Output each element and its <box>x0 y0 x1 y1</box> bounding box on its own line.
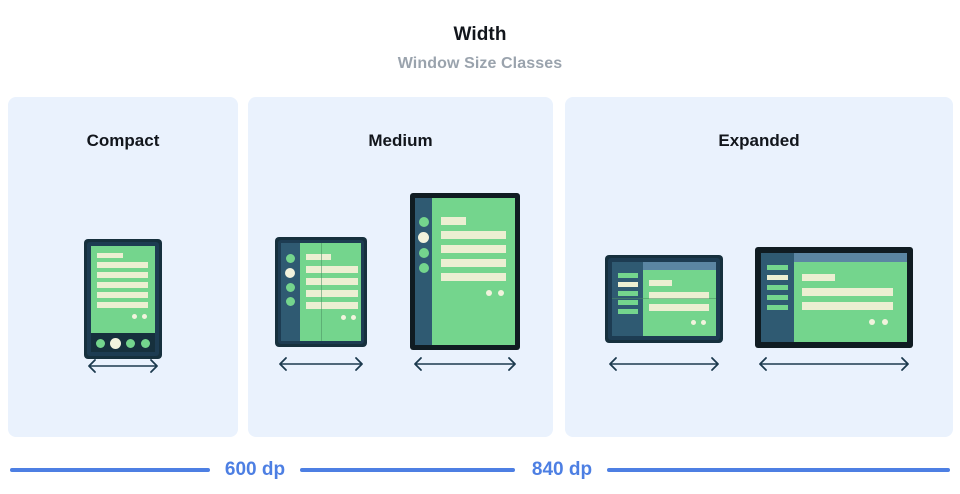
device-tablet-landscape <box>755 247 913 348</box>
tablet-landscape-screen <box>761 253 907 342</box>
width-arrow-icon <box>84 357 162 375</box>
tablet-screen <box>415 198 515 345</box>
width-arrow-icon <box>755 355 913 373</box>
panel-title-expanded: Expanded <box>718 131 800 150</box>
content-bar <box>306 302 358 309</box>
width-arrow-icon <box>275 355 367 373</box>
breakpoint-ruler: 600 dp 840 dp <box>0 455 960 485</box>
content-bar <box>97 262 148 268</box>
nav-rail <box>281 243 300 341</box>
fold-crease <box>321 243 322 341</box>
content-bar <box>97 292 148 298</box>
rail-bar <box>767 285 788 290</box>
content-bar <box>441 231 506 239</box>
rail-bar <box>618 291 638 296</box>
breakpoint-label-600: 600 dp <box>224 459 286 480</box>
content-bar <box>649 292 709 299</box>
foldable-screen <box>281 243 361 341</box>
phone-screen <box>91 246 155 333</box>
width-arrow-icon <box>410 355 520 373</box>
rail-dot <box>286 297 295 306</box>
rail-bar-active <box>767 275 788 280</box>
device-foldable-portrait <box>275 237 367 347</box>
fab-dot <box>869 319 875 325</box>
content-bar <box>306 254 331 260</box>
nav-dot <box>141 339 150 348</box>
rail-bar <box>618 309 638 314</box>
rail-bar-active <box>618 282 638 287</box>
panel-title-medium: Medium <box>368 131 433 150</box>
fab-dot <box>691 320 696 325</box>
content-bar <box>97 253 123 258</box>
rail-bar <box>618 273 638 278</box>
width-arrow-icon <box>605 355 723 373</box>
panel-title-compact: Compact <box>86 131 160 150</box>
nav-rail <box>761 253 794 342</box>
content-bar <box>802 302 893 310</box>
content-bar <box>649 304 709 311</box>
fab-dot <box>498 290 504 296</box>
content-bar <box>441 273 506 281</box>
fab-dot <box>341 315 346 320</box>
rail-dot <box>286 283 295 292</box>
phone-bottom-nav <box>91 333 155 352</box>
fab-dot <box>701 320 706 325</box>
content-bar <box>97 302 148 308</box>
ruler-segment-medium <box>300 468 515 472</box>
content-bar <box>649 280 672 286</box>
content-bar <box>441 217 466 225</box>
page-title: Width <box>453 24 507 45</box>
rail-bar <box>767 265 788 270</box>
rail-dot <box>286 254 295 263</box>
top-app-bar <box>794 253 907 262</box>
content-bar <box>802 274 835 281</box>
device-phone-portrait <box>84 239 162 359</box>
rail-bar <box>618 300 638 305</box>
content-bar <box>306 266 358 273</box>
device-foldable-landscape <box>605 255 723 343</box>
nav-dot <box>126 339 135 348</box>
content-bar <box>97 282 148 288</box>
breakpoint-label-840: 840 dp <box>531 459 593 480</box>
fab-dot <box>132 314 137 319</box>
nav-rail <box>612 262 643 336</box>
nav-dot-active <box>110 338 121 349</box>
ruler-segment-expanded <box>607 468 950 472</box>
panel-compact: Compact <box>8 97 238 437</box>
rail-dot <box>419 248 429 258</box>
panel-medium: Medium <box>248 97 553 437</box>
fab-dot <box>142 314 147 319</box>
content-bar <box>97 272 148 278</box>
rail-dot-active <box>285 268 295 278</box>
rail-bar <box>767 305 788 310</box>
device-tablet-portrait <box>410 193 520 350</box>
panel-expanded: Expanded <box>565 97 953 437</box>
rail-dot <box>419 217 429 227</box>
content-bar <box>306 290 358 297</box>
ruler-segment-compact <box>10 468 210 472</box>
content-bar <box>802 288 893 296</box>
content-bar <box>441 259 506 267</box>
content-bar <box>306 278 358 285</box>
content-bar <box>441 245 506 253</box>
fold-crease <box>612 298 716 299</box>
page-subtitle: Window Size Classes <box>397 55 563 72</box>
nav-rail <box>415 198 432 345</box>
fab-dot <box>882 319 888 325</box>
fab-dot <box>351 315 356 320</box>
foldable-landscape-screen <box>612 262 716 336</box>
rail-dot-active <box>418 232 429 243</box>
top-app-bar <box>643 262 716 270</box>
fab-dot <box>486 290 492 296</box>
rail-bar <box>767 295 788 300</box>
nav-dot <box>96 339 105 348</box>
rail-dot <box>419 263 429 273</box>
